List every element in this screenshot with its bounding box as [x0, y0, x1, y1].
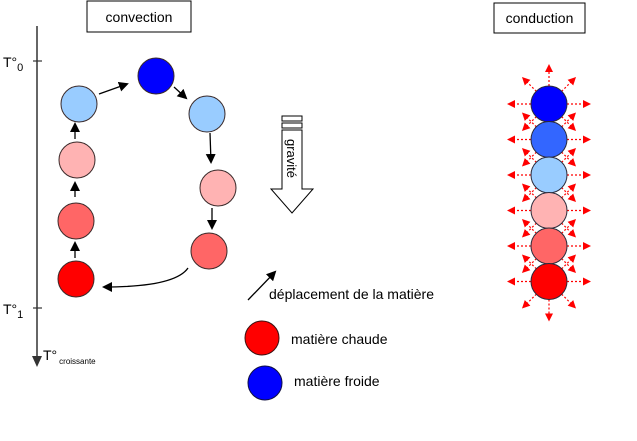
conduction-circle-cool	[531, 157, 567, 193]
legend-cold-swatch	[248, 366, 282, 400]
legend-cold-label: matière froide	[294, 373, 380, 389]
gravity-label: gravité	[284, 139, 299, 178]
label-t0: T°0	[3, 54, 23, 74]
conduction-title: conduction	[506, 10, 574, 26]
heat-arrow-up-right	[562, 149, 575, 162]
heat-arrow-down-left	[523, 188, 536, 201]
convection-circle-lukewarm-right	[200, 170, 236, 206]
heat-arrow-down-left	[523, 152, 536, 165]
heat-arrow-down-right	[562, 117, 575, 130]
heat-arrow-down-left	[523, 259, 536, 272]
arrow-cool-to-lukewarm	[210, 133, 211, 162]
convection-circle-cool-left	[61, 86, 97, 122]
heat-arrow-down-right	[562, 259, 575, 272]
convection-circle-warm-left	[58, 203, 94, 239]
conduction-circle-lukewarm	[531, 193, 567, 229]
heat-arrow-down-left	[523, 294, 536, 307]
conduction-circle-coldish	[531, 122, 567, 158]
legend: déplacement de la matière matière chaude…	[245, 272, 434, 400]
gravity-stripe-2	[282, 123, 302, 128]
label-increasing: T°croissante	[43, 347, 96, 366]
heat-arrow-up-right	[562, 114, 575, 127]
convection-title: convection	[106, 9, 173, 25]
heat-arrow-up-right	[562, 220, 575, 233]
heat-arrow-up-left	[523, 114, 536, 127]
heat-arrow-up-left	[523, 220, 536, 233]
convection-circle-cold-top	[138, 58, 174, 94]
convection-title-box: convection	[87, 1, 191, 32]
conduction-stack	[531, 86, 567, 300]
heat-arrow-down-left	[523, 117, 536, 130]
heat-arrow-down-left	[523, 223, 536, 236]
arrow-warm-to-hot	[104, 268, 188, 287]
heat-arrow-up-right	[562, 185, 575, 198]
legend-hot-swatch	[245, 321, 279, 355]
heat-arrow-down-right	[562, 294, 575, 307]
label-t1: T°1	[3, 301, 23, 321]
arrow-cool-to-cold	[99, 84, 127, 94]
arrow-cold-to-cool	[174, 87, 186, 98]
conduction-circle-warm	[531, 228, 567, 264]
temperature-axis: T°0 T°1 T°croissante	[3, 26, 96, 367]
legend-hot-label: matière chaude	[291, 331, 388, 347]
legend-movement-label: déplacement de la matière	[269, 286, 434, 302]
gravity-stripe-1	[282, 116, 302, 121]
heat-arrow-down-right	[562, 152, 575, 165]
gravity-arrow: gravité	[271, 116, 313, 213]
heat-arrow-down-right	[562, 188, 575, 201]
convection-circle-lukewarm-left	[59, 142, 95, 178]
heat-arrow-up-right	[562, 78, 575, 91]
axis-arrow-down-icon	[32, 356, 42, 367]
conduction-title-box: conduction	[494, 3, 585, 33]
conduction-circle-hot	[531, 264, 567, 300]
heat-arrow-up-right	[562, 256, 575, 269]
convection-cycle	[58, 58, 236, 297]
heat-arrow-up-left	[523, 256, 536, 269]
convection-circle-warm-right	[191, 233, 227, 269]
conduction-circle-cold	[531, 86, 567, 122]
heat-arrow-down-right	[562, 223, 575, 236]
convection-circle-cool-right	[189, 96, 225, 132]
heat-arrow-up-left	[523, 78, 536, 91]
heat-arrow-up-left	[523, 185, 536, 198]
convection-circle-hot-left	[58, 261, 94, 297]
heat-arrow-up-left	[523, 149, 536, 162]
